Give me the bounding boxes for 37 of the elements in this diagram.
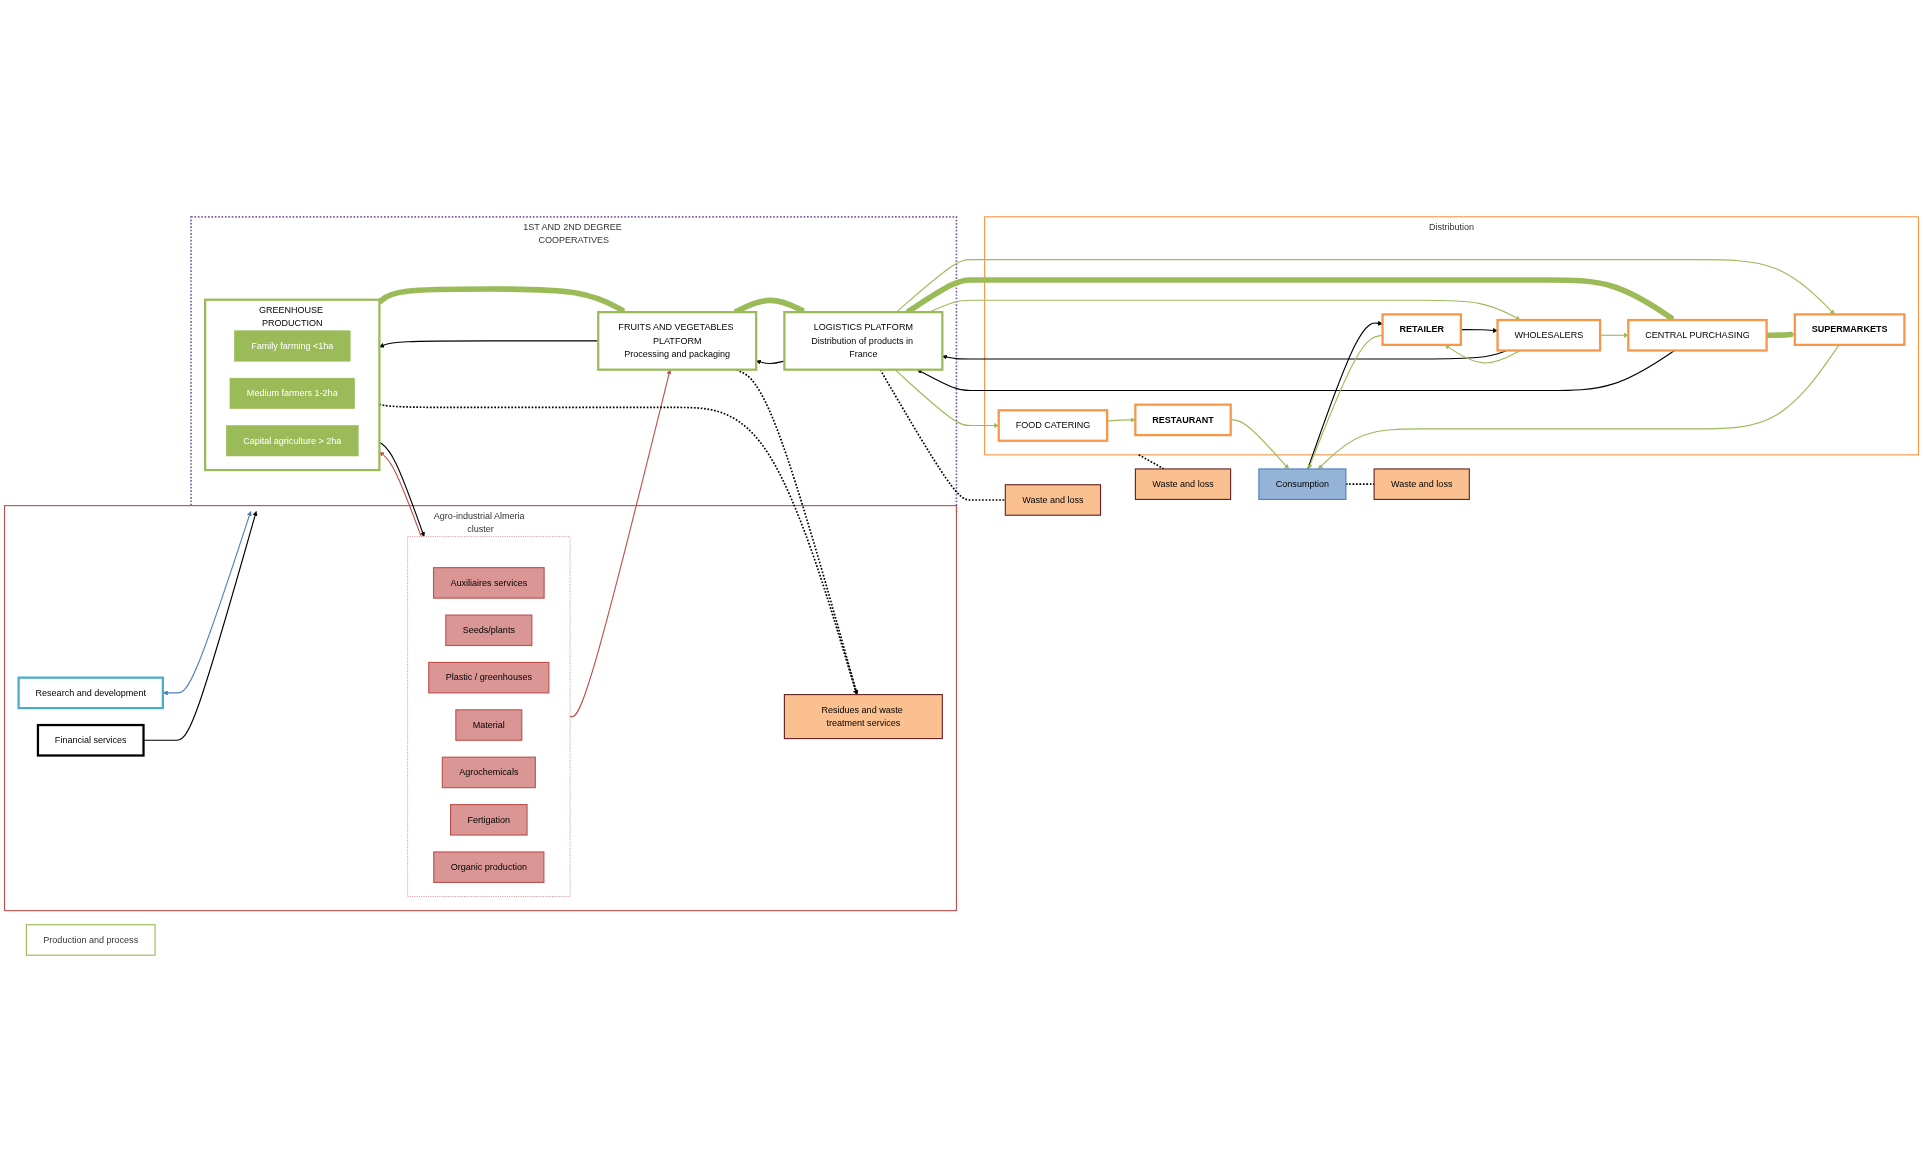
node-box: Seeds/plants bbox=[445, 614, 533, 647]
node-box: Fertigation bbox=[450, 804, 528, 836]
node-box: Family farming <1ha bbox=[234, 330, 351, 362]
node-box: FRUITS AND VEGETABLES PLATFORM Processing and packaging bbox=[597, 311, 758, 371]
node-box: Medium farmers 1-2ha bbox=[229, 377, 355, 409]
node-box: CENTRAL PURCHASING bbox=[1627, 318, 1768, 352]
node-box: SUPERMARKETS bbox=[1793, 313, 1906, 346]
node-box: Waste and loss bbox=[1373, 468, 1470, 500]
node-box: Residues and waste treatment services bbox=[783, 694, 943, 740]
node-box: Plastic / greenhouses bbox=[428, 661, 550, 694]
node-box: Agrochemicals bbox=[441, 756, 536, 789]
arrow bbox=[1460, 328, 1498, 333]
arrow bbox=[1318, 344, 1840, 470]
node-box: Waste and loss bbox=[1134, 468, 1232, 500]
cluster bbox=[407, 536, 571, 897]
node-box: Capital agriculture > 2ha bbox=[226, 425, 359, 457]
node-box: Waste and loss bbox=[1004, 484, 1102, 516]
arrow bbox=[379, 340, 599, 348]
arrow bbox=[569, 369, 672, 718]
arrow bbox=[379, 451, 422, 538]
arrow bbox=[1766, 331, 1796, 339]
node-box: Material bbox=[455, 709, 523, 741]
node-box: Production and process bbox=[25, 924, 156, 956]
node-box: WHOLESALERS bbox=[1496, 318, 1602, 352]
node-box: Research and development bbox=[17, 676, 164, 710]
arrow bbox=[895, 259, 1835, 315]
node-box: Financial services bbox=[36, 723, 145, 757]
node-box: Auxiliaires services bbox=[432, 567, 545, 599]
node-box: LOGISTICS PLATFORM Distribution of products in France bbox=[783, 311, 944, 371]
node-box: Organic production bbox=[433, 851, 545, 883]
node-box: FOOD CATERING bbox=[997, 409, 1109, 442]
node-box: RETAILER bbox=[1381, 313, 1462, 346]
node-box: RESTAURANT bbox=[1134, 403, 1232, 437]
arrow bbox=[894, 369, 999, 428]
arrow bbox=[1230, 419, 1289, 470]
arrow bbox=[162, 511, 252, 696]
node-box: Consumption bbox=[1258, 468, 1347, 500]
